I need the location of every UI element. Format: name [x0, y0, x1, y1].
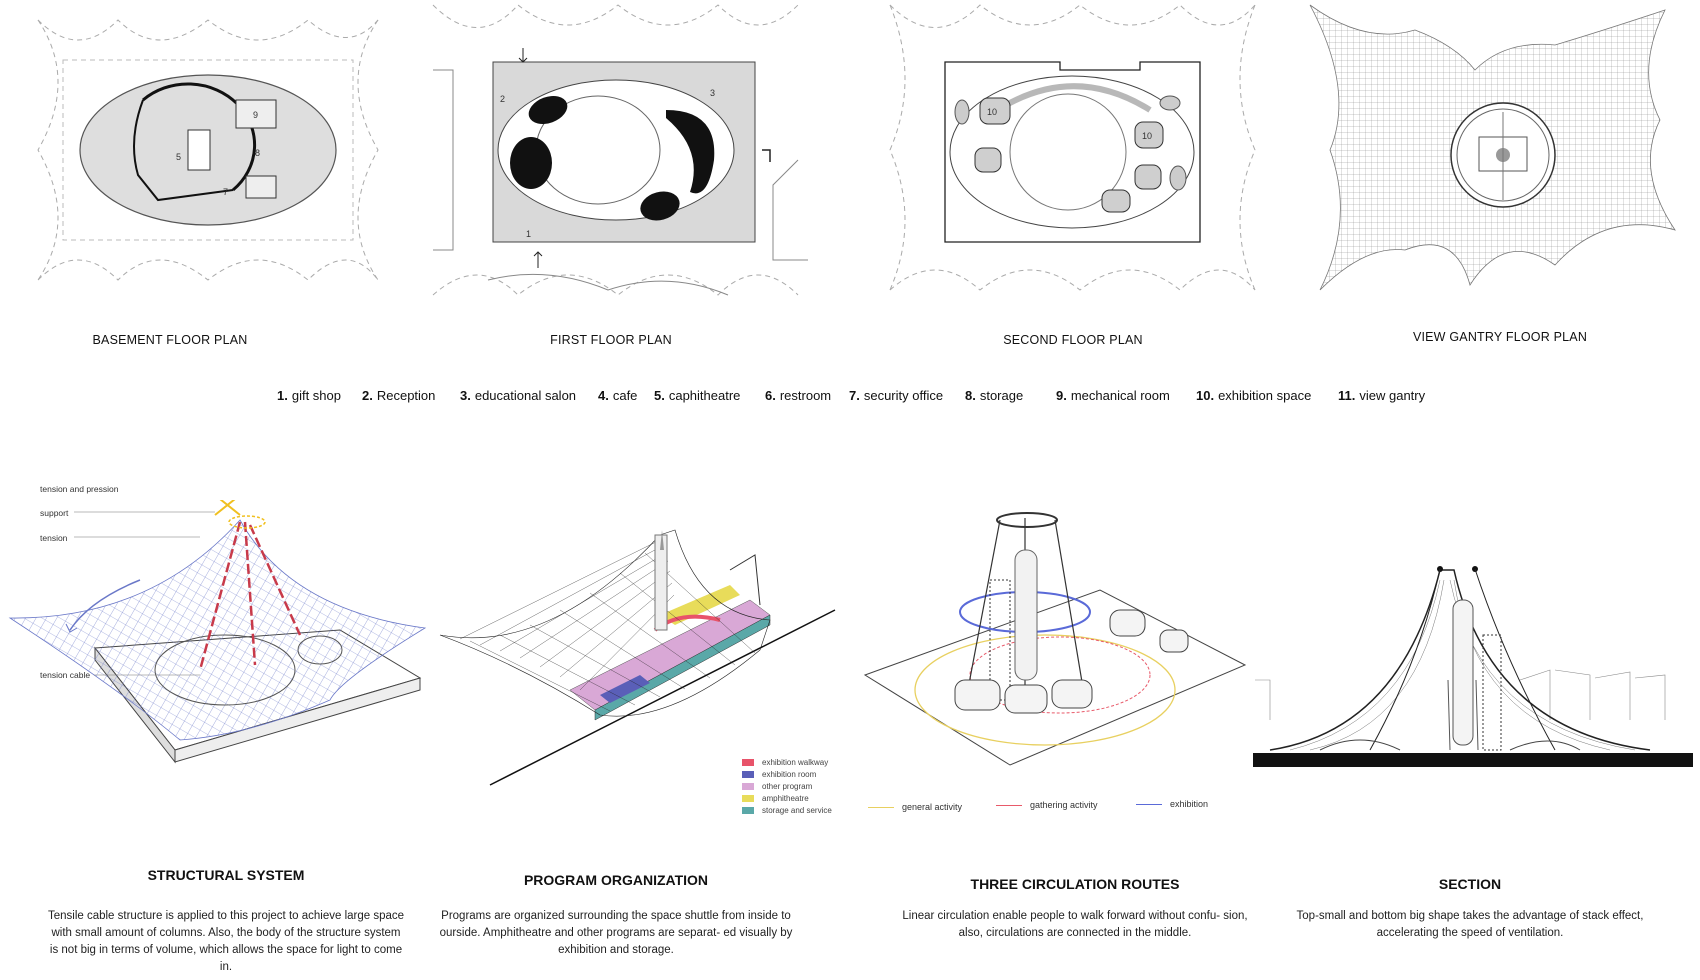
second-floor-plan: 10 10 [880, 0, 1265, 305]
room-legend-item: 9.mechanical room [1056, 388, 1170, 403]
circulation-legend-exhibition: exhibition [1136, 799, 1208, 809]
plan-title-basement: BASEMENT FLOOR PLAN [92, 333, 248, 347]
plan-title-second: SECOND FLOOR PLAN [1003, 333, 1143, 347]
room-legend-item: 8.storage [965, 388, 1024, 403]
first-label-1: 1 [526, 229, 531, 239]
room-legend-item: 2.Reception [362, 388, 436, 403]
view-gantry-floor-plan [1305, 0, 1700, 300]
circulation-legend-general: general activity [868, 802, 962, 812]
basement-floor-plan: 5 7 8 9 [18, 0, 403, 300]
program-legend-item: exhibition walkway [742, 756, 832, 768]
room-legend-item: 1.gift shop [277, 388, 341, 403]
program-legend: exhibition walkway exhibition room other… [742, 756, 832, 816]
diagram-desc-circulation: Linear circulation enable people to walk… [902, 910, 1248, 939]
diagram-title-program: PROGRAM ORGANIZATION [523, 872, 709, 888]
plan-title-view-gantry: VIEW GANTRY FLOOR PLAN [1412, 330, 1588, 344]
legend-line-general-activity [868, 807, 894, 809]
plan-title-first: FIRST FLOOR PLAN [550, 333, 672, 347]
swatch-exhibition-walkway [742, 758, 754, 766]
program-organization-diagram [430, 515, 850, 795]
program-legend-item: storage and service [742, 804, 832, 816]
room-legend-item: 10.exhibition space [1196, 388, 1312, 403]
room-legend-item: 6.restroom [765, 388, 832, 403]
first-floor-plan: 1 2 3 [428, 0, 813, 305]
room-legend-item: 5.caphitheatre [654, 388, 741, 403]
basement-label-7: 7 [223, 187, 228, 197]
swatch-other-program [742, 782, 754, 790]
second-label-10-right: 10 [1142, 131, 1152, 141]
program-legend-item: other program [742, 780, 832, 792]
diagram-desc-section: Top-small and bottom big shape takes the… [1296, 910, 1644, 939]
diagram-title-section: SECTION [1438, 876, 1502, 892]
diagram-title-structural: STRUCTURAL SYSTEM [147, 867, 305, 883]
basement-label-8: 8 [255, 148, 260, 158]
room-legend-item: 11.view gantry [1338, 388, 1426, 403]
legend-line-gathering-activity [996, 805, 1022, 807]
legend-line-exhibition [1136, 804, 1162, 806]
program-legend-item: exhibition room [742, 768, 832, 780]
diagram-title-circulation: THREE CIRCULATION ROUTES [970, 876, 1180, 892]
structural-system-diagram [0, 500, 440, 810]
program-legend-item: amphitheatre [742, 792, 832, 804]
swatch-amphitheatre [742, 794, 754, 802]
room-legend-item: 3.educational salon [460, 388, 577, 403]
second-label-10-left: 10 [987, 107, 997, 117]
circulation-routes-diagram [860, 510, 1260, 780]
first-label-2: 2 [500, 94, 505, 104]
circulation-legend-gathering: gathering activity [996, 800, 1098, 810]
diagram-desc-program: Programs are organized surrounding the s… [439, 910, 793, 956]
anno-support: support [40, 508, 69, 518]
swatch-exhibition-room [742, 770, 754, 778]
first-label-3: 3 [710, 88, 715, 98]
room-legend-item: 4.cafe [598, 388, 638, 403]
room-legend-item: 7.security office [849, 388, 944, 403]
anno-tension-pression: tension and pression [40, 484, 119, 494]
section-diagram [1250, 560, 1695, 780]
anno-tension: tension [40, 533, 68, 543]
anno-tension-cable: tension cable [40, 670, 91, 680]
diagram-desc-structural: Tensile cable structure is applied to th… [47, 910, 405, 973]
basement-label-5: 5 [176, 152, 181, 162]
swatch-storage-service [742, 806, 754, 814]
basement-label-9: 9 [253, 110, 258, 120]
